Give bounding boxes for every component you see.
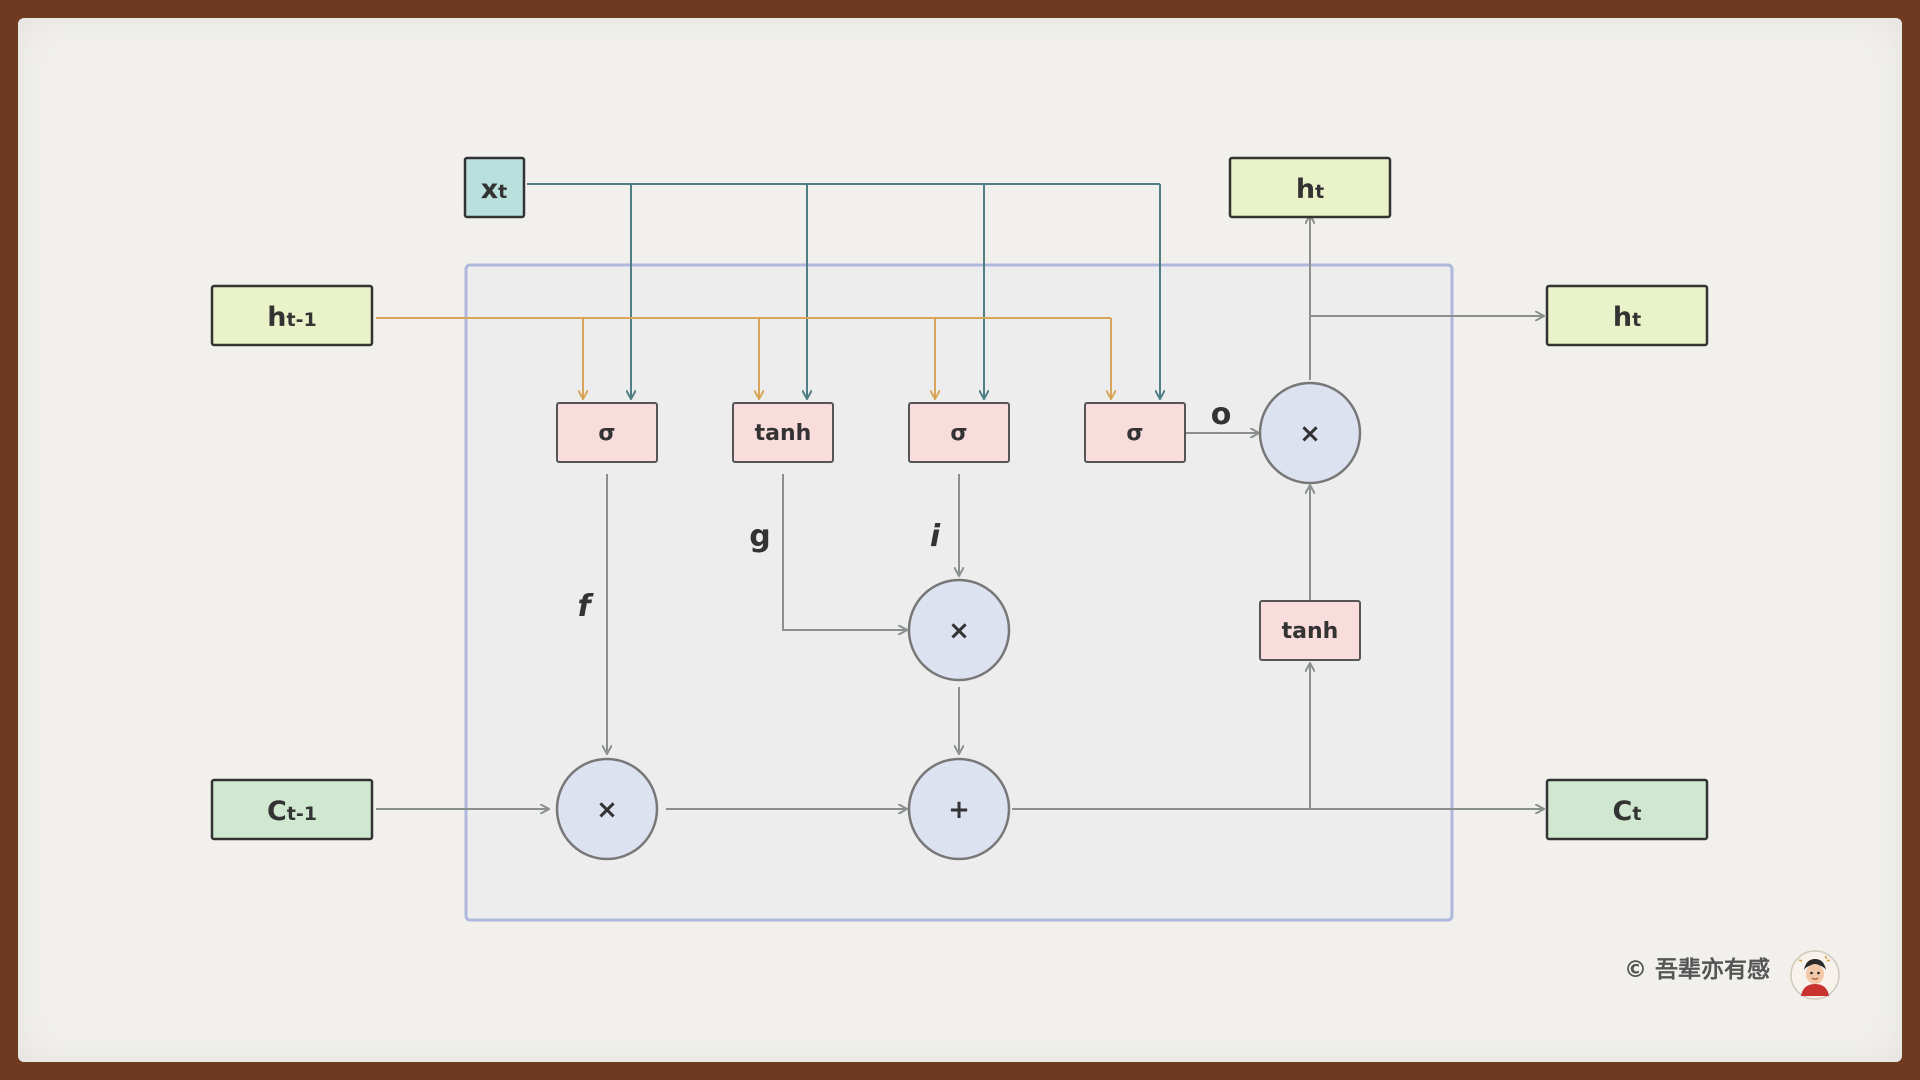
svg-text:xt: xt [481, 174, 508, 205]
cell-add-node: + [907, 757, 1011, 861]
cell-tanh-box: tanh [1259, 600, 1361, 661]
svg-text:×: × [948, 616, 970, 646]
svg-text:×: × [596, 795, 618, 825]
signal-label-o: o [1211, 397, 1232, 432]
svg-text:×: × [1299, 419, 1321, 449]
svg-text:ht: ht [1613, 302, 1641, 333]
svg-text:σ: σ [1126, 421, 1143, 446]
lstm-diagram-canvas: xt ht-1 Ct-1 ht ht Ct σ tanh σ σ tanh [18, 18, 1902, 1062]
input-gate-sigmoid: σ [908, 402, 1010, 463]
data-flow-lines [376, 216, 1543, 809]
h-prev-input-box: ht-1 [210, 284, 374, 347]
svg-text:+: + [948, 795, 970, 825]
h-t-output-box-top: ht [1228, 156, 1392, 219]
c-prev-input-box: Ct-1 [210, 778, 374, 841]
svg-text:ht: ht [1296, 174, 1324, 205]
c-t-output-box: Ct [1545, 778, 1709, 841]
lstm-diagram: xt ht-1 Ct-1 ht ht Ct σ tanh σ σ tanh [210, 156, 1709, 922]
input-multiply-node: × [907, 578, 1011, 682]
signal-label-g: g [749, 519, 770, 554]
svg-text:Ct-1: Ct-1 [267, 796, 317, 827]
svg-text:tanh: tanh [1282, 619, 1339, 644]
svg-text:σ: σ [950, 421, 967, 446]
forget-gate-sigmoid: σ [556, 402, 658, 463]
h-prev-input-lines [376, 317, 1111, 398]
signal-label-i: i [930, 519, 941, 554]
author-avatar-icon [1790, 950, 1840, 1000]
svg-text:Ct: Ct [1613, 796, 1642, 827]
output-gate-sigmoid: σ [1084, 402, 1186, 463]
x-t-input-box: xt [463, 156, 526, 219]
forget-multiply-node: × [555, 757, 659, 861]
signal-label-f: f [577, 589, 594, 624]
svg-text:ht-1: ht-1 [267, 302, 316, 333]
svg-text:σ: σ [598, 421, 615, 446]
x-input-lines [527, 183, 1160, 398]
copyright-credit: © 吾辈亦有感 [1623, 957, 1770, 983]
h-t-output-box-right: ht [1545, 284, 1709, 347]
candidate-tanh-gate: tanh [732, 402, 834, 463]
output-multiply-node: × [1258, 381, 1362, 485]
svg-text:tanh: tanh [755, 421, 812, 446]
